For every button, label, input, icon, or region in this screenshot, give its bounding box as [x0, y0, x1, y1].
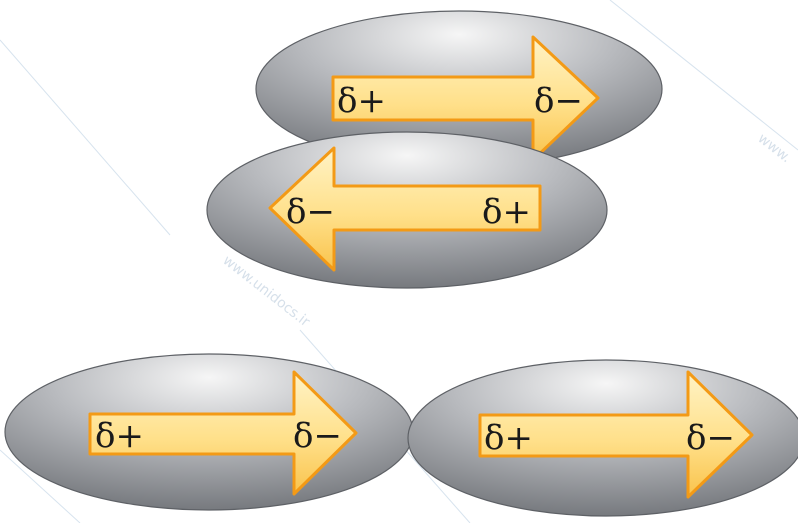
molecule-bottom-left-arrow: [88, 370, 358, 496]
molecule-bottom-right-arrow: [478, 370, 754, 499]
molecule-middle-label-left: δ−: [286, 192, 335, 232]
molecule-top-arrow: [331, 35, 600, 162]
molecule-top: δ+ δ−: [255, 10, 663, 168]
molecule-bottom-left: δ+ δ−: [4, 353, 414, 511]
molecule-bottom-right-label-left: δ+: [484, 418, 533, 458]
molecule-bottom-left-label-right: δ−: [293, 416, 342, 456]
molecule-top-label-left: δ+: [337, 81, 386, 121]
watermark-text-right: www.: [755, 131, 794, 167]
molecule-middle-label-right: δ+: [482, 192, 531, 232]
molecule-middle: δ− δ+: [206, 131, 608, 289]
molecule-bottom-right: δ+ δ−: [407, 359, 798, 517]
molecule-middle-arrow: [268, 146, 542, 272]
molecule-bottom-right-label-right: δ−: [686, 418, 735, 458]
molecule-bottom-left-label-left: δ+: [95, 416, 144, 456]
molecule-top-label-right: δ−: [534, 81, 583, 121]
